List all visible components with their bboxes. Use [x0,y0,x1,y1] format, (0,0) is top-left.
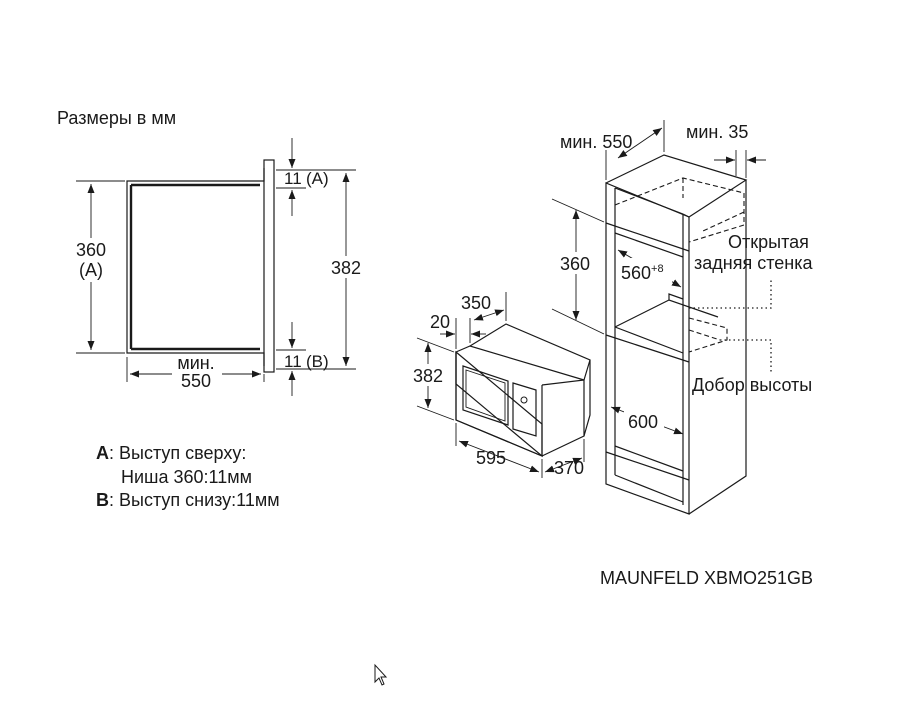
microwave-height-value: 382 [413,366,443,386]
model-name: MAUNFELD XBMO251GB [600,568,813,588]
niche-outline [126,168,265,366]
side-depth-value: 550 [181,371,211,391]
frame-value: 20 [430,312,450,332]
microwave-window [462,365,509,426]
front-panel [263,159,275,373]
height-extension-dashed [688,317,728,353]
control-panel [512,382,537,437]
width-value: 595 [476,448,506,468]
top-offset-label: (A) [306,169,329,188]
open-back-label-line2: задняя стенка [694,253,813,273]
depth-value: 350 [461,293,491,313]
body-depth-value: 370 [554,458,584,478]
niche-height-label: (A) [79,260,103,280]
legend: A: Выступ сверху: Ниша 360:11мм B: Высту… [96,443,280,510]
bottom-offset-label: (B) [306,352,329,371]
niche-height-value: 360 [76,240,106,260]
inner-width-value: 600 [628,412,658,432]
cabinet-niche-height: 360 [560,254,590,274]
bottom-offset-value: 11 [284,352,302,371]
top-offset-value: 11 [284,169,302,188]
cabinet-gap-min: мин. 35 [686,122,748,142]
legend-line-b: B: Выступ снизу:11мм [96,490,280,510]
side-view: 360 (A) 382 11 (A) 11 (B) мин. 550 [72,138,364,396]
legend-line-niche: Ниша 360:11мм [121,467,252,487]
height-extension-label: Добор высоты [692,375,812,395]
side-depth-min-label: мин. [177,353,214,373]
cabinet-niche-width: 560+8 [621,263,664,283]
cabinet-view: 600 360 560+8 мин. 550 мин. 35 Открытая … [551,120,813,515]
page-title: Размеры в мм [57,108,176,128]
cabinet-depth-min: мин. 550 [560,132,632,152]
niche-shelf [605,326,690,363]
control-knob-icon [520,396,528,404]
total-height-value: 382 [331,258,361,278]
microwave-view: 382 20 350 595 370 [408,292,591,478]
mouse-cursor-icon [374,663,388,686]
legend-line-a: A: Выступ сверху: [96,443,246,463]
open-back-label-line1: Открытая [728,232,809,252]
open-back-top [614,177,745,243]
